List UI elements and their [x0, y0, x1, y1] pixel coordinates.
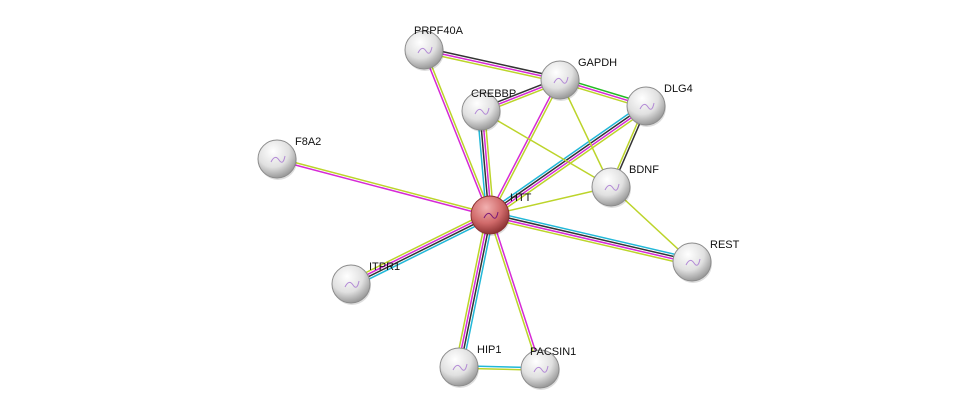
evidence-line-yellow — [480, 110, 612, 188]
evidence-line-magenta — [457, 214, 490, 367]
evidence-line-black — [424, 46, 561, 79]
edge-htt-rest[interactable] — [489, 210, 693, 267]
protein-structure-icon — [417, 46, 433, 54]
node-crebbp[interactable]: CREBBP — [461, 88, 516, 132]
protein-structure-icon — [604, 183, 620, 191]
node-sphere[interactable] — [404, 30, 444, 70]
node-sphere[interactable] — [461, 91, 501, 131]
node-label: PACSIN1 — [530, 346, 576, 358]
edge-htt-gapdh[interactable] — [488, 79, 562, 216]
evidence-line-magenta — [490, 214, 542, 369]
evidence-line-yellow — [490, 80, 562, 216]
protein-structure-icon — [639, 102, 655, 110]
node-rest[interactable]: REST — [672, 239, 740, 283]
protein-structure-icon — [483, 211, 499, 219]
evidence-line-yellow — [277, 157, 491, 215]
evidence-line-magenta — [350, 213, 490, 284]
evidence-line-yellow — [454, 214, 488, 367]
node-label: GAPDH — [578, 57, 617, 69]
edge-htt-f8a2[interactable] — [276, 157, 491, 217]
evidence-line-yellow — [559, 79, 612, 188]
protein-structure-icon — [344, 280, 360, 288]
node-sphere[interactable] — [470, 195, 510, 235]
node-hip1[interactable]: HIP1 — [439, 344, 501, 388]
node-sphere[interactable] — [439, 347, 479, 387]
node-label: CREBBP — [471, 88, 516, 100]
node-bdnf[interactable]: BDNF — [591, 164, 659, 208]
evidence-line-yellow — [488, 215, 540, 370]
node-label: BDNF — [629, 164, 659, 176]
node-label: ITPR1 — [369, 261, 400, 273]
evidence-line-black — [459, 215, 492, 368]
node-label: HIP1 — [477, 344, 501, 356]
node-gapdh[interactable]: GAPDH — [540, 57, 617, 101]
node-prpf40a[interactable]: PRPF40A — [404, 25, 464, 71]
node-label: HTT — [510, 192, 532, 204]
node-sphere[interactable] — [540, 60, 580, 100]
node-label: REST — [710, 239, 740, 251]
node-sphere[interactable] — [626, 86, 666, 126]
edge-htt-itpr1[interactable] — [349, 211, 492, 288]
evidence-line-yellow — [489, 186, 612, 216]
node-f8a2[interactable]: F8A2 — [257, 136, 321, 180]
protein-structure-icon — [270, 155, 286, 163]
evidence-line-cyan — [490, 210, 693, 260]
evidence-line-magenta — [488, 79, 560, 215]
node-sphere[interactable] — [520, 349, 560, 389]
edge-htt-prpf40a[interactable] — [422, 49, 492, 216]
evidence-line-yellow — [349, 211, 489, 282]
protein-structure-icon — [685, 258, 701, 266]
node-sphere[interactable] — [672, 242, 712, 282]
evidence-line-yellow — [489, 217, 692, 267]
evidence-line-cyan — [461, 215, 495, 368]
node-label: DLG4 — [664, 83, 693, 95]
evidence-line-black — [351, 215, 491, 286]
node-sphere[interactable] — [591, 167, 631, 207]
edge-crebbp-bdnf[interactable] — [480, 110, 612, 188]
node-sphere[interactable] — [331, 264, 371, 304]
evidence-line-yellow — [424, 49, 492, 215]
edge-htt-hip1[interactable] — [454, 214, 495, 368]
protein-structure-icon — [533, 365, 549, 373]
protein-structure-icon — [553, 76, 569, 84]
evidence-line-magenta — [276, 159, 490, 217]
node-pacsin1[interactable]: PACSIN1 — [520, 346, 576, 390]
edge-prpf40a-gapdh[interactable] — [423, 46, 561, 84]
evidence-line-magenta — [489, 215, 692, 264]
evidence-line-black — [490, 213, 693, 262]
node-dlg4[interactable]: DLG4 — [626, 83, 693, 127]
node-sphere[interactable] — [257, 139, 297, 179]
evidence-line-black — [488, 104, 646, 215]
edge-gapdh-bdnf[interactable] — [559, 79, 612, 188]
node-label: F8A2 — [295, 136, 321, 148]
protein-structure-icon — [474, 107, 490, 115]
evidence-line-cyan — [487, 102, 645, 213]
node-itpr1[interactable]: ITPR1 — [331, 261, 400, 305]
edge-htt-pacsin1[interactable] — [488, 214, 542, 370]
evidence-line-magenta — [423, 49, 561, 81]
node-htt[interactable]: HTT — [470, 192, 532, 236]
evidence-line-yellow — [423, 51, 560, 84]
protein-structure-icon — [452, 363, 468, 371]
node-label: PRPF40A — [414, 25, 464, 37]
evidence-line-cyan — [352, 217, 492, 288]
edge-htt-bdnf[interactable] — [489, 186, 612, 216]
evidence-line-magenta — [422, 50, 490, 216]
